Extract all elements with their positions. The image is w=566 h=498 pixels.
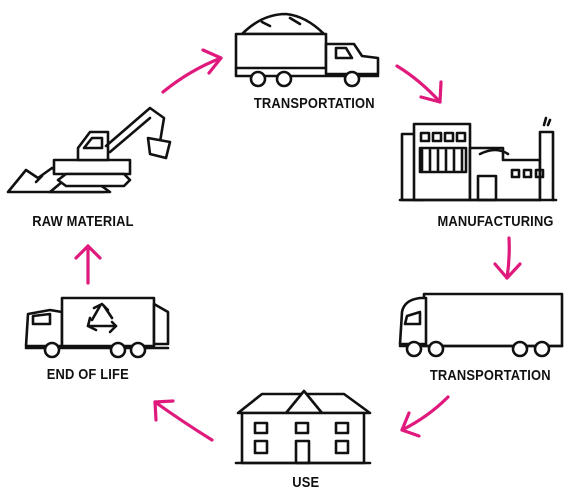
arrow-end-of-life-to-raw xyxy=(74,244,102,285)
dump-truck-icon xyxy=(234,12,380,88)
arrow-manufacturing-to-transport xyxy=(493,236,522,280)
stage-label-raw-material: RAW MATERIAL xyxy=(32,213,134,230)
stage-label-transportation-top: TRANSPORTATION xyxy=(253,95,375,112)
stage-label-use: USE xyxy=(292,474,320,491)
recycle-icon xyxy=(86,302,118,334)
arrow-use-to-end-of-life xyxy=(153,399,214,442)
garbage-truck-icon xyxy=(24,296,170,359)
arrow-transport-to-manufacturing xyxy=(395,64,443,104)
cycle-arrows xyxy=(74,48,522,442)
stage-label-manufacturing: MANUFACTURING xyxy=(437,213,554,230)
factory-icon xyxy=(398,116,558,202)
excavator-icon xyxy=(6,106,172,194)
house-icon xyxy=(234,389,372,465)
semi-truck-icon xyxy=(398,292,564,358)
stage-label-transportation-bottom: TRANSPORTATION xyxy=(429,367,551,384)
stage-label-end-of-life: END OF LIFE xyxy=(46,366,129,383)
arrow-transport-to-use xyxy=(400,395,450,438)
arrow-raw-to-transport xyxy=(161,48,223,94)
